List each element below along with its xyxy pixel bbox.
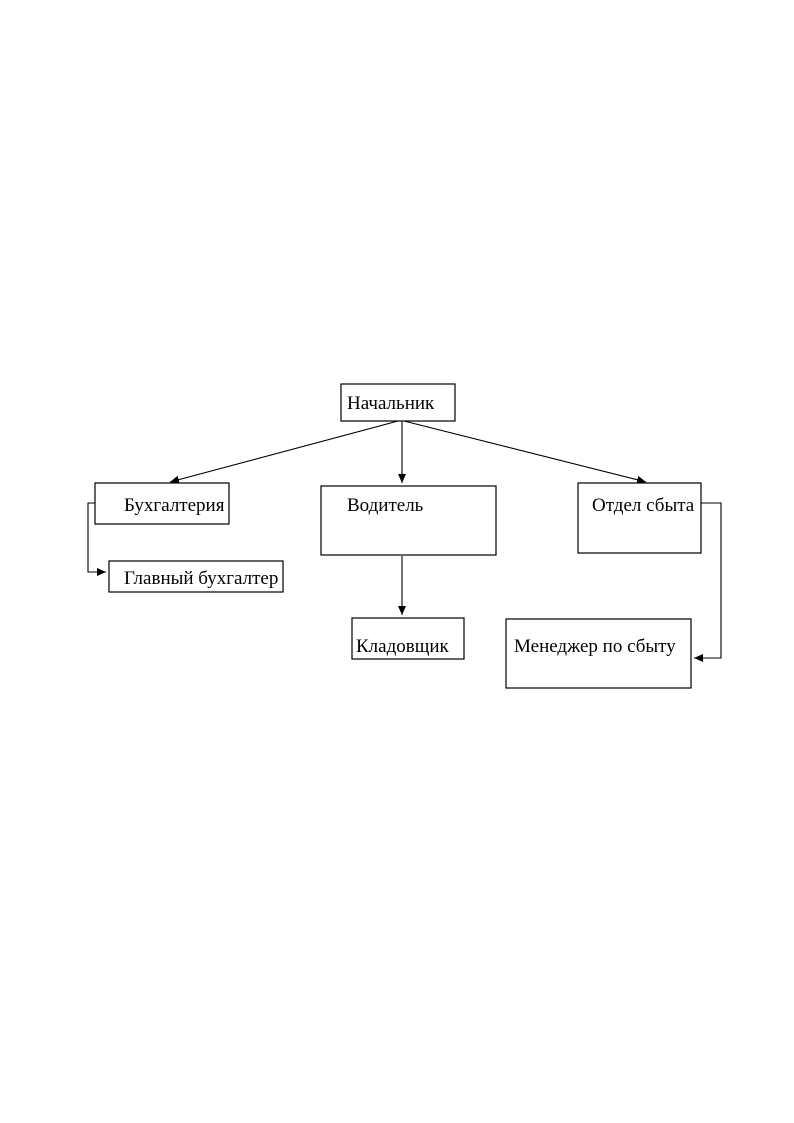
node-sales-manager: Менеджер по сбыту xyxy=(505,618,692,689)
node-label-driver: Водитель xyxy=(347,495,424,516)
node-storekeeper: Кладовщик xyxy=(351,617,465,660)
node-boss: Начальник xyxy=(340,383,456,422)
node-box xyxy=(340,383,456,422)
node-box xyxy=(94,482,230,525)
node-label-accounting: Бухгалтерия xyxy=(124,495,225,516)
node-box xyxy=(108,560,284,593)
node-label-boss: Начальник xyxy=(347,393,435,414)
edge-boss-accounting xyxy=(169,420,399,484)
edge-sales-dept-sales-manager xyxy=(694,502,722,662)
node-box xyxy=(577,482,702,554)
node-box xyxy=(320,485,497,556)
edge-boss-sales-dept xyxy=(403,420,647,484)
edges xyxy=(87,420,722,662)
node-box xyxy=(505,618,692,689)
node-accounting: Бухгалтерия xyxy=(94,482,230,525)
node-chief-accountant: Главный бухгалтер xyxy=(108,560,284,593)
node-label-sales-dept: Отдел сбыта xyxy=(592,495,695,516)
node-label-storekeeper: Кладовщик xyxy=(356,636,450,657)
node-sales-dept: Отдел сбыта xyxy=(577,482,702,554)
node-box xyxy=(351,617,465,660)
node-label-chief-accountant: Главный бухгалтер xyxy=(124,568,278,589)
edge-accounting-chief-accountant xyxy=(87,502,106,576)
node-label-sales-manager: Менеджер по сбыту xyxy=(514,636,676,657)
node-driver: Водитель xyxy=(320,485,497,556)
